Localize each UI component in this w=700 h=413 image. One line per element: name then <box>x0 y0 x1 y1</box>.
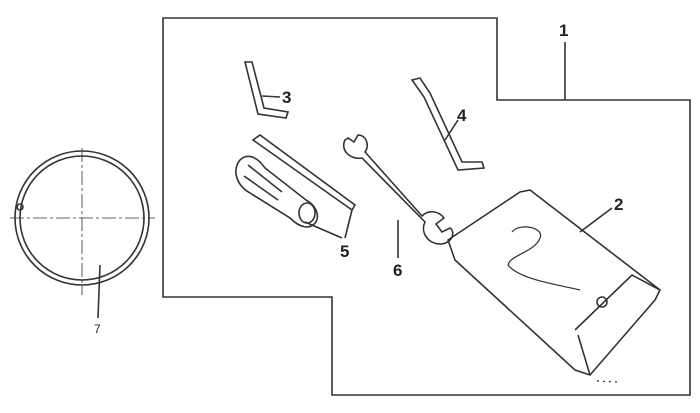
callout-5: 5 <box>340 242 349 261</box>
leader-7 <box>97 264 101 319</box>
hex-key-large-part <box>410 77 486 171</box>
callout-2: 2 <box>614 195 623 214</box>
callout-6: 6 <box>393 261 402 280</box>
leader-5a <box>304 221 343 239</box>
o-ring-part <box>10 148 155 295</box>
callout-4: 4 <box>457 106 467 125</box>
hex-key-small-part <box>243 61 290 119</box>
leader-2 <box>579 207 613 233</box>
tool-pouch-part <box>447 189 662 376</box>
leader-5b <box>344 209 353 239</box>
leader-4 <box>444 119 459 141</box>
callout-7: 7 <box>94 322 101 336</box>
screwdriver-part <box>235 134 357 228</box>
callout-3: 3 <box>282 88 291 107</box>
leader-3 <box>261 95 281 98</box>
callout-1: 1 <box>559 21 568 40</box>
wrench-part <box>343 134 454 245</box>
tool-kit-outline <box>162 17 691 396</box>
